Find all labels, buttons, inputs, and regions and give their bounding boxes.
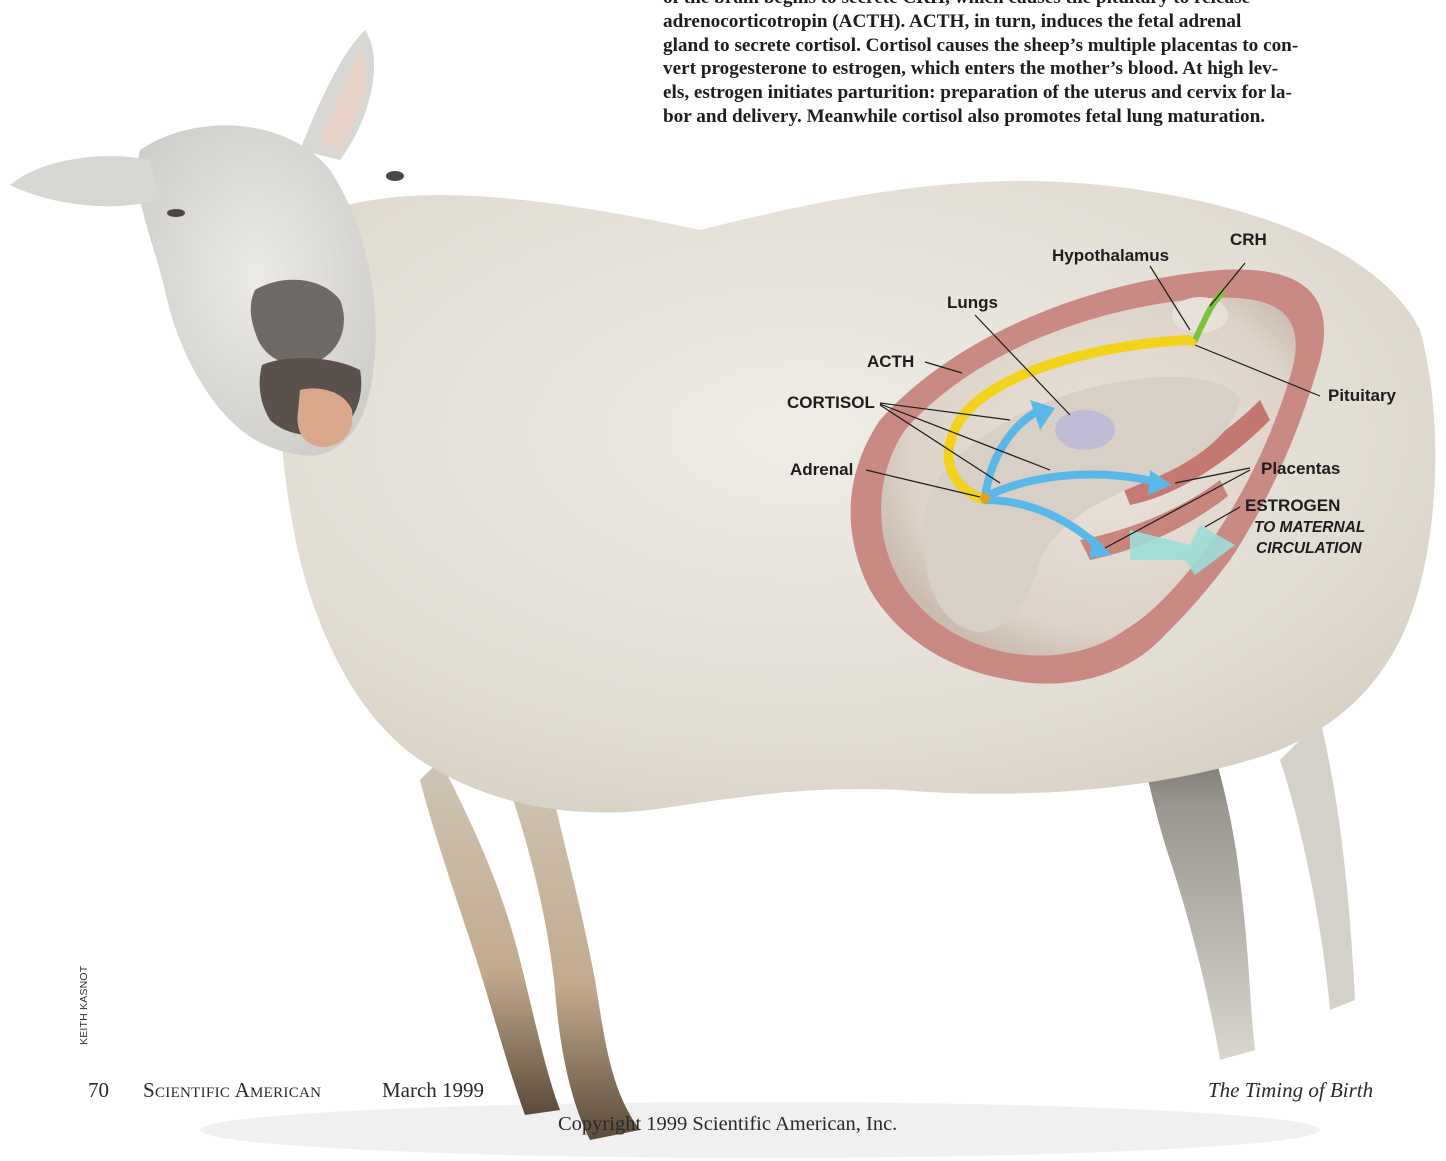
label-acth: ACTH — [867, 352, 914, 372]
fetal-pituitary — [1188, 338, 1196, 346]
article-title: The Timing of Birth — [1208, 1078, 1373, 1104]
fetal-adrenal — [980, 493, 990, 503]
issue-date: March 1999 — [382, 1078, 484, 1104]
label-crh: CRH — [1230, 230, 1267, 250]
page-number: 70 — [88, 1078, 109, 1104]
magazine-name: Scientific American — [143, 1078, 321, 1104]
label-estrogen: ESTROGEN — [1245, 496, 1340, 516]
illustrator-credit: KEITH KASNOT — [78, 966, 90, 1045]
label-circulation: CIRCULATION — [1256, 540, 1362, 558]
label-lungs: Lungs — [947, 293, 998, 313]
label-pituitary: Pituitary — [1328, 386, 1396, 406]
label-hypothalamus: Hypothalamus — [1052, 246, 1169, 266]
label-to-maternal: TO MATERNAL — [1254, 519, 1365, 537]
fetal-lungs — [1055, 410, 1115, 450]
hind-leg-back — [1280, 720, 1355, 1010]
label-cortisol: CORTISOL — [787, 393, 875, 413]
left-ear — [10, 156, 160, 206]
label-adrenal: Adrenal — [790, 460, 853, 480]
label-placentas: Placentas — [1261, 459, 1340, 479]
right-eye — [386, 171, 404, 181]
left-eye — [167, 209, 185, 217]
copyright-notice: Copyright 1999 Scientific American, Inc. — [558, 1113, 897, 1136]
